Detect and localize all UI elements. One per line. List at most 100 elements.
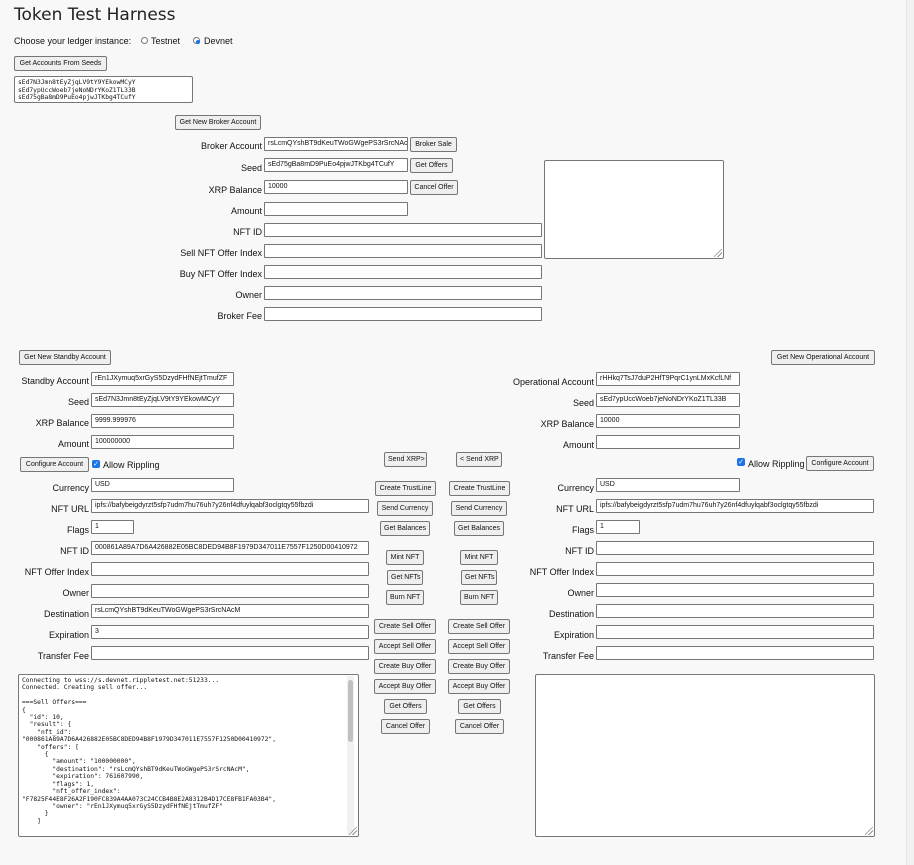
send-xrp-left-button[interactable]: < Send XRP bbox=[456, 452, 502, 467]
operational-accept-buy-offer-button[interactable]: Accept Buy Offer bbox=[448, 679, 510, 694]
seeds-textarea[interactable]: sEd7N3Jmn8tEyZjqLV9tY9YEkowMCyY sEd7ypUc… bbox=[14, 76, 193, 103]
standby-amount-input[interactable]: 100000000 bbox=[91, 435, 234, 449]
resize-grip-icon[interactable] bbox=[865, 827, 873, 835]
operational-get-offers-button[interactable]: Get Offers bbox=[458, 699, 501, 714]
operational-amount-label: Amount bbox=[562, 440, 594, 450]
standby-seed-input[interactable]: sEd7N3Jmn8tEyZjqLV9tY9YEkowMCyY bbox=[91, 393, 234, 407]
operational-amount-input[interactable] bbox=[596, 435, 740, 449]
devnet-radio[interactable] bbox=[193, 37, 200, 44]
standby-configure-account-button[interactable]: Configure Account bbox=[20, 457, 89, 472]
send-xrp-right-button[interactable]: Send XRP> bbox=[384, 452, 427, 467]
standby-create-buy-offer-button[interactable]: Create Buy Offer bbox=[374, 659, 436, 674]
operational-create-sell-offer-button[interactable]: Create Sell Offer bbox=[448, 619, 510, 634]
standby-mint-nft-button[interactable]: Mint NFT bbox=[386, 550, 424, 565]
operational-send-currency-button[interactable]: Send Currency bbox=[451, 501, 507, 516]
standby-flags-input[interactable]: 1 bbox=[91, 520, 134, 534]
operational-accept-sell-offer-button[interactable]: Accept Sell Offer bbox=[448, 639, 510, 654]
standby-expiration-label: Expiration bbox=[48, 630, 89, 640]
standby-get-balances-button[interactable]: Get Balances bbox=[380, 521, 430, 536]
get-new-broker-account-button[interactable]: Get New Broker Account bbox=[175, 115, 261, 130]
standby-flags-label: Flags bbox=[66, 525, 89, 535]
standby-accept-buy-offer-button[interactable]: Accept Buy Offer bbox=[374, 679, 436, 694]
standby-log-scrollbar[interactable] bbox=[347, 676, 354, 835]
operational-currency-label: Currency bbox=[557, 483, 594, 493]
operational-get-balances-button[interactable]: Get Balances bbox=[454, 521, 504, 536]
standby-allow-rippling-checkbox[interactable]: ✓ bbox=[92, 460, 100, 468]
page-scrollbar[interactable] bbox=[906, 0, 914, 865]
broker-amount-input[interactable] bbox=[264, 202, 408, 216]
operational-owner-label: Owner bbox=[567, 588, 594, 598]
operational-burn-nft-button[interactable]: Burn NFT bbox=[460, 590, 498, 605]
standby-log-textarea[interactable]: Connecting to wss://s.devnet.rippletest.… bbox=[18, 674, 359, 837]
operational-currency-input[interactable]: USD bbox=[596, 478, 740, 492]
standby-currency-input[interactable]: USD bbox=[91, 478, 234, 492]
broker-sale-button[interactable]: Broker Sale bbox=[410, 137, 457, 152]
resize-grip-icon[interactable] bbox=[714, 249, 722, 257]
standby-destination-label: Destination bbox=[43, 609, 89, 619]
operational-mint-nft-button[interactable]: Mint NFT bbox=[460, 550, 498, 565]
ledger-prompt: Choose your ledger instance: bbox=[14, 36, 132, 46]
broker-fee-input[interactable] bbox=[264, 307, 542, 321]
standby-destination-input[interactable]: rsLcmQYshBT9dKeuTWoGWgePS3rSrcNAcM bbox=[91, 604, 369, 618]
get-new-standby-account-button[interactable]: Get New Standby Account bbox=[19, 350, 111, 365]
standby-nft-url-input[interactable]: ipfs://bafybeigdyrzt5sfp7udm7hu76uh7y26n… bbox=[91, 499, 369, 513]
broker-owner-input[interactable] bbox=[264, 286, 542, 300]
operational-create-buy-offer-button[interactable]: Create Buy Offer bbox=[448, 659, 510, 674]
standby-send-currency-button[interactable]: Send Currency bbox=[377, 501, 433, 516]
operational-nft-offer-index-input[interactable] bbox=[596, 562, 874, 576]
standby-owner-input[interactable] bbox=[91, 584, 369, 598]
broker-sell-offer-index-input[interactable] bbox=[264, 244, 542, 258]
operational-destination-label: Destination bbox=[548, 609, 594, 619]
operational-get-nfts-button[interactable]: Get NFTs bbox=[461, 570, 497, 585]
operational-nft-url-input[interactable]: ipfs://bafybeigdyrzt5sfp7udm7hu76uh7y26n… bbox=[596, 499, 874, 513]
resize-grip-icon[interactable] bbox=[349, 827, 357, 835]
operational-configure-account-button[interactable]: Configure Account bbox=[806, 456, 874, 471]
operational-expiration-input[interactable] bbox=[596, 625, 874, 639]
scrollbar-thumb[interactable] bbox=[348, 680, 353, 742]
operational-seed-input[interactable]: sEd7ypUccWoeb7jeNoNDrYKoZ1TL33B bbox=[596, 393, 740, 407]
standby-get-nfts-button[interactable]: Get NFTs bbox=[387, 570, 423, 585]
standby-account-input[interactable]: rEn1JXymuq5xrGyS5DzydFHfNEjtTmufZF bbox=[91, 372, 234, 386]
broker-cancel-offer-button[interactable]: Cancel Offer bbox=[410, 180, 458, 195]
standby-accept-sell-offer-button[interactable]: Accept Sell Offer bbox=[374, 639, 436, 654]
standby-create-sell-offer-button[interactable]: Create Sell Offer bbox=[374, 619, 436, 634]
standby-nft-offer-index-input[interactable] bbox=[91, 562, 369, 576]
operational-owner-input[interactable] bbox=[596, 583, 874, 597]
operational-create-trustline-button[interactable]: Create TrustLine bbox=[449, 481, 510, 496]
operational-account-input[interactable]: rHHkq7TsJ7duP2HfT9PqrC1ynLMxKcfLNf bbox=[596, 372, 740, 386]
standby-nft-id-input[interactable]: 000861A89A7D6A426882E05BC8DED94B8F1979D3… bbox=[91, 541, 369, 555]
broker-buy-offer-index-input[interactable] bbox=[264, 265, 542, 279]
standby-get-offers-button[interactable]: Get Offers bbox=[384, 699, 427, 714]
get-new-operational-account-button[interactable]: Get New Operational Account bbox=[771, 350, 875, 365]
broker-nft-id-input[interactable] bbox=[264, 223, 542, 237]
operational-account-label: Operational Account bbox=[512, 377, 594, 387]
operational-allow-rippling-label: Allow Rippling bbox=[748, 459, 805, 469]
broker-fee-label: Broker Fee bbox=[217, 311, 262, 321]
operational-cancel-offer-button[interactable]: Cancel Offer bbox=[455, 719, 504, 734]
broker-seed-input[interactable]: sEd75gBa8mD9PuEo4pjwJTKbg4TCufY bbox=[264, 158, 408, 172]
broker-get-offers-button[interactable]: Get Offers bbox=[410, 158, 453, 173]
operational-xrp-balance-label: XRP Balance bbox=[540, 419, 594, 429]
operational-log-textarea[interactable] bbox=[535, 674, 875, 837]
broker-results-textarea[interactable] bbox=[544, 160, 724, 259]
operational-xrp-balance-input[interactable]: 10000 bbox=[596, 414, 740, 428]
operational-nft-url-label: NFT URL bbox=[556, 504, 594, 514]
standby-transfer-fee-input[interactable] bbox=[91, 646, 369, 660]
page-title: Token Test Harness bbox=[14, 5, 176, 25]
standby-expiration-input[interactable]: 3 bbox=[91, 625, 369, 639]
get-accounts-from-seeds-button[interactable]: Get Accounts From Seeds bbox=[14, 56, 107, 71]
standby-create-trustline-button[interactable]: Create TrustLine bbox=[375, 481, 436, 496]
standby-burn-nft-button[interactable]: Burn NFT bbox=[386, 590, 424, 605]
standby-xrp-balance-label: XRP Balance bbox=[35, 418, 89, 428]
standby-xrp-balance-input[interactable]: 9999.999976 bbox=[91, 414, 234, 428]
broker-xrp-balance-input[interactable]: 10000 bbox=[264, 180, 408, 194]
standby-cancel-offer-button[interactable]: Cancel Offer bbox=[381, 719, 430, 734]
testnet-radio[interactable] bbox=[141, 37, 148, 44]
operational-nft-id-input[interactable] bbox=[596, 541, 874, 555]
operational-allow-rippling-checkbox[interactable]: ✓ bbox=[737, 458, 745, 466]
broker-account-label: Broker Account bbox=[200, 141, 262, 151]
broker-account-input[interactable]: rsLcmQYshBT9dKeuTWoGWgePS3rSrcNAcM bbox=[264, 137, 408, 151]
operational-destination-input[interactable] bbox=[596, 604, 874, 618]
operational-transfer-fee-input[interactable] bbox=[596, 646, 874, 660]
operational-flags-input[interactable]: 1 bbox=[596, 520, 640, 534]
